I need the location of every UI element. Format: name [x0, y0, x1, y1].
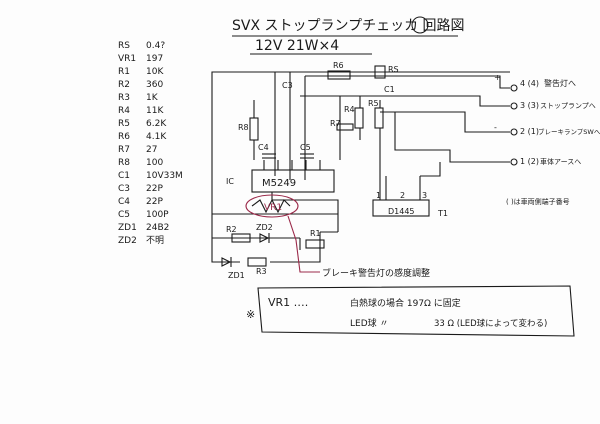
part-ref: RS [118, 41, 130, 51]
part-value: 不明 [146, 235, 164, 246]
r7-label: R7 [330, 119, 341, 128]
part-value: 4.1K [146, 132, 167, 142]
conn-4-desc: 警告灯へ [544, 78, 576, 88]
r3-label: R3 [256, 267, 267, 276]
part-value: 11K [146, 106, 164, 116]
part-value: 100P [146, 210, 169, 220]
part-ref: R1 [118, 67, 130, 77]
vr1-note: ※ VR1 ‥‥ 白熱球の場合 197Ω に固定 LED球 〃 33 Ω (LE… [246, 296, 547, 329]
part-value: 197 [146, 54, 163, 64]
part-ref: C5 [118, 210, 130, 220]
conn-2-num: 2 (1) [520, 127, 539, 136]
part-value: 6.2K [146, 119, 167, 129]
part-ref: VR1 [118, 54, 136, 64]
r2-label: R2 [226, 225, 237, 234]
part-value: 10K [146, 67, 164, 77]
part-value: 10V33M [146, 171, 183, 181]
part-ref: R4 [118, 106, 130, 116]
part-value: 27 [146, 145, 157, 155]
rs-label: RS [388, 65, 399, 74]
r5-label: R5 [368, 99, 379, 108]
part-value: 1K [146, 93, 159, 103]
minus-sign: - [494, 123, 497, 132]
r6-label: R6 [333, 61, 344, 70]
connector-note: ( )は車両側端子番号 [506, 197, 570, 206]
part-value: 360 [146, 80, 163, 90]
title-block: SVX ストップランプチェッカ 回路図 12V 21W×4 [232, 16, 465, 55]
wiring [211, 65, 575, 337]
note-mark: ※ [246, 308, 255, 321]
vr1-label: VR1 [264, 203, 282, 213]
c3-label: C3 [282, 81, 293, 90]
part-ref: ZD1 [118, 223, 137, 233]
connector-labels: 4 (4) 警告灯へ 3 (3) ストップランプへ 2 (1) ブレーキランプS… [506, 78, 600, 206]
c1-label: C1 [384, 85, 395, 94]
part-ref: R8 [118, 158, 130, 168]
zd2-label: ZD2 [256, 223, 273, 232]
part-value: 22P [146, 184, 163, 194]
part-ref: ZD2 [118, 236, 137, 246]
part-value: 100 [146, 158, 163, 168]
t1-part: D1445 [388, 207, 415, 216]
c4-label: C4 [258, 143, 269, 152]
ic1-part: M5249 [262, 178, 296, 189]
part-value: 24B2 [146, 223, 169, 233]
note-line2-a: LED球 〃 [350, 317, 389, 329]
conn-3-desc: ストップランプへ [540, 102, 596, 110]
t1-pin1: 1 [376, 191, 381, 200]
part-value: 0.4? [146, 41, 165, 51]
t1-label: T1 [437, 209, 448, 218]
part-ref: R5 [118, 119, 130, 129]
conn-4-num: 4 (4) [520, 79, 539, 88]
part-ref: R6 [118, 132, 130, 142]
schematic-title: SVX ストップランプチェッカ 回路図 [232, 18, 465, 34]
part-ref: R2 [118, 80, 130, 90]
part-ref: R3 [118, 93, 130, 103]
conn-1-num: 1 (2) [520, 157, 539, 166]
conn-3-num: 3 (3) [520, 101, 539, 110]
vr1-callout: ブレーキ警告灯の感度調整 [322, 267, 430, 279]
part-ref: R7 [118, 145, 130, 155]
plus-sign: + [494, 73, 501, 82]
r4-label: R4 [344, 105, 355, 114]
part-ref: C3 [118, 184, 130, 194]
conn-2-desc: ブレーキランプSWへ [538, 127, 600, 136]
zd1-label: ZD1 [228, 271, 245, 280]
schematic-labels: R6 RS R4 R7 R5 R8 C4 C5 C3 C1 IC M5249 D… [226, 61, 501, 280]
part-value: 22P [146, 197, 163, 207]
note-line2-b: 33 Ω (LED球によって変わる) [434, 318, 547, 329]
c5-label: C5 [300, 143, 311, 152]
part-ref: C4 [118, 197, 130, 207]
conn-1-desc: 車体アースへ [540, 157, 581, 166]
t1-pin2: 2 [400, 191, 405, 200]
r8-label: R8 [238, 123, 249, 132]
part-ref: C1 [118, 171, 130, 181]
t1-pin3: 3 [422, 191, 427, 200]
ic1-label: IC [226, 177, 234, 186]
r1-label: R1 [310, 229, 321, 238]
note-line1: 白熱球の場合 197Ω に固定 [350, 297, 461, 309]
title-circle-mark [411, 16, 429, 34]
note-head: VR1 ‥‥ [268, 296, 308, 309]
schematic-subtitle: 12V 21W×4 [255, 38, 339, 54]
